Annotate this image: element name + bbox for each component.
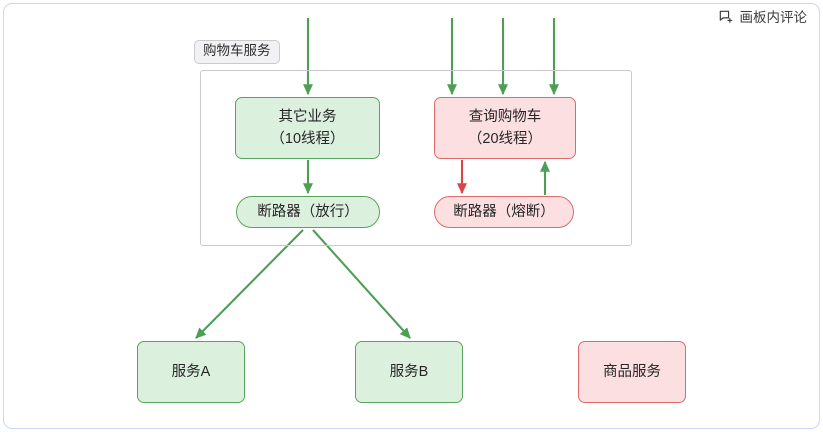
edge-cb-pass-to-svc-a — [195, 229, 304, 339]
group-cart-service-label: 购物车服务 — [194, 40, 280, 64]
comment-plus-icon — [719, 10, 734, 25]
node-product-service-label: 商品服务 — [603, 363, 661, 380]
node-other-business-line1: 其它业务 — [278, 108, 337, 125]
group-cart-service[interactable] — [200, 70, 632, 246]
canvas-comment-label: 画板内评论 — [739, 9, 808, 25]
node-service-a-label: 服务A — [171, 363, 211, 380]
node-service-a[interactable]: 服务A — [137, 341, 245, 403]
node-circuit-breaker-open[interactable]: 断路器（熔断） — [434, 196, 574, 228]
node-query-cart-line1: 查询购物车 — [468, 108, 542, 125]
node-query-cart[interactable]: 查询购物车 （20线程） — [434, 97, 576, 159]
node-circuit-breaker-pass-label: 断路器（放行） — [257, 203, 359, 220]
node-circuit-breaker-open-label: 断路器（熔断） — [453, 203, 555, 220]
node-other-business-line2: （10线程） — [270, 131, 345, 147]
node-service-b[interactable]: 服务B — [355, 341, 463, 403]
node-query-cart-line2: （20线程） — [467, 131, 543, 147]
node-product-service[interactable]: 商品服务 — [578, 341, 686, 403]
edge-cb-pass-to-svc-b — [312, 229, 411, 339]
node-service-b-label: 服务B — [389, 363, 429, 380]
canvas-comment-button[interactable]: 画板内评论 — [719, 9, 808, 25]
node-circuit-breaker-pass[interactable]: 断路器（放行） — [236, 196, 380, 228]
node-other-business[interactable]: 其它业务 （10线程） — [235, 97, 380, 159]
